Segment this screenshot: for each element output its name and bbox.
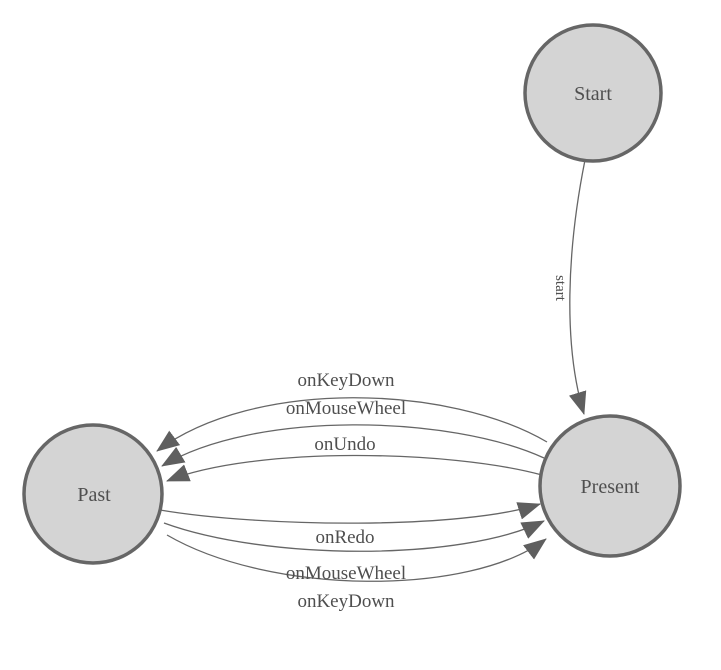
present-node-circle — [538, 414, 682, 558]
edge-present-to-past-onundo — [166, 454, 543, 482]
edge-start-to-present — [568, 159, 587, 415]
present-node-label: Present — [581, 476, 640, 498]
nodes-layer: Start Present Past — [22, 23, 682, 565]
past-node-label: Past — [77, 484, 111, 506]
start-node-circle — [523, 23, 663, 163]
edge-past-to-present-onredo — [159, 502, 541, 524]
edge-labels-layer: start onKeyDown onMouseWheel onUndo onRe… — [286, 275, 568, 612]
edges-layer — [156, 159, 587, 582]
edge-past-to-present-onmousewheel — [163, 520, 545, 552]
past-node-circle — [22, 423, 164, 565]
edge-label-onkeydown-bottom: onKeyDown — [297, 591, 395, 612]
edge-label-onmousewheel-bottom: onMouseWheel — [286, 563, 406, 584]
state-node-past: Past — [22, 423, 164, 565]
state-node-present: Present — [538, 414, 682, 558]
edge-past-to-present-onkeydown — [166, 534, 547, 582]
edge-present-to-past-onmousewheel — [161, 424, 545, 467]
edge-label-start: start — [552, 275, 568, 302]
edge-label-onmousewheel-top: onMouseWheel — [286, 398, 406, 419]
edge-label-onundo: onUndo — [314, 434, 375, 455]
start-node-label: Start — [574, 83, 612, 105]
edge-label-onkeydown-top: onKeyDown — [297, 370, 395, 391]
state-node-start: Start — [523, 23, 663, 163]
edge-present-to-past-onkeydown — [156, 397, 548, 452]
edge-label-onredo: onRedo — [315, 527, 374, 548]
